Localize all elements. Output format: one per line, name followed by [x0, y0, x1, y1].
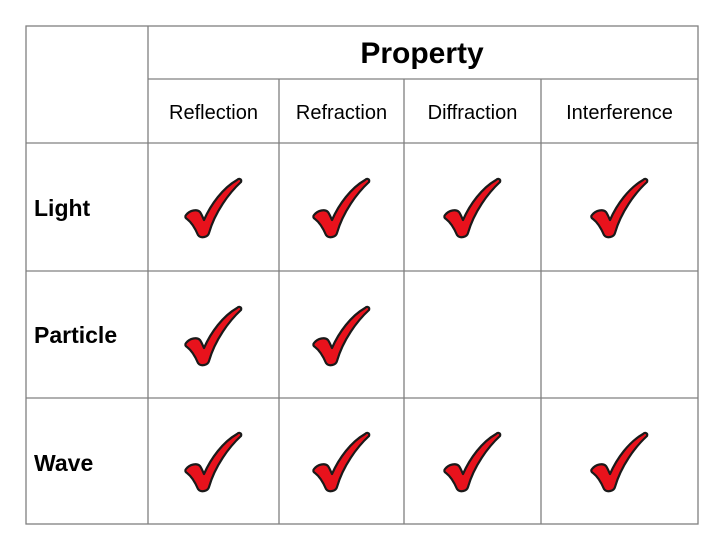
checkmark-icon	[442, 177, 503, 241]
checkmark-icon	[442, 431, 503, 495]
checkmark-icon	[311, 177, 372, 241]
column-header-refraction: Refraction	[295, 102, 388, 124]
checkmark-icon	[183, 305, 244, 369]
column-header-diffraction: Diffraction	[427, 102, 518, 124]
column-header-reflection: Reflection	[169, 102, 258, 124]
checkmark-icon	[311, 305, 372, 369]
checkmark-icon	[183, 177, 244, 241]
row-header-light: Light	[34, 195, 91, 221]
row-header-particle: Particle	[34, 322, 118, 348]
checkmark-icon	[311, 431, 372, 495]
checkmark-icon	[183, 431, 244, 495]
checkmark-icon	[589, 431, 650, 495]
row-header-wave: Wave	[34, 450, 94, 476]
checkmark-icon	[589, 177, 650, 241]
table-title: Property	[360, 37, 484, 70]
column-header-interference: Interference	[566, 102, 673, 124]
